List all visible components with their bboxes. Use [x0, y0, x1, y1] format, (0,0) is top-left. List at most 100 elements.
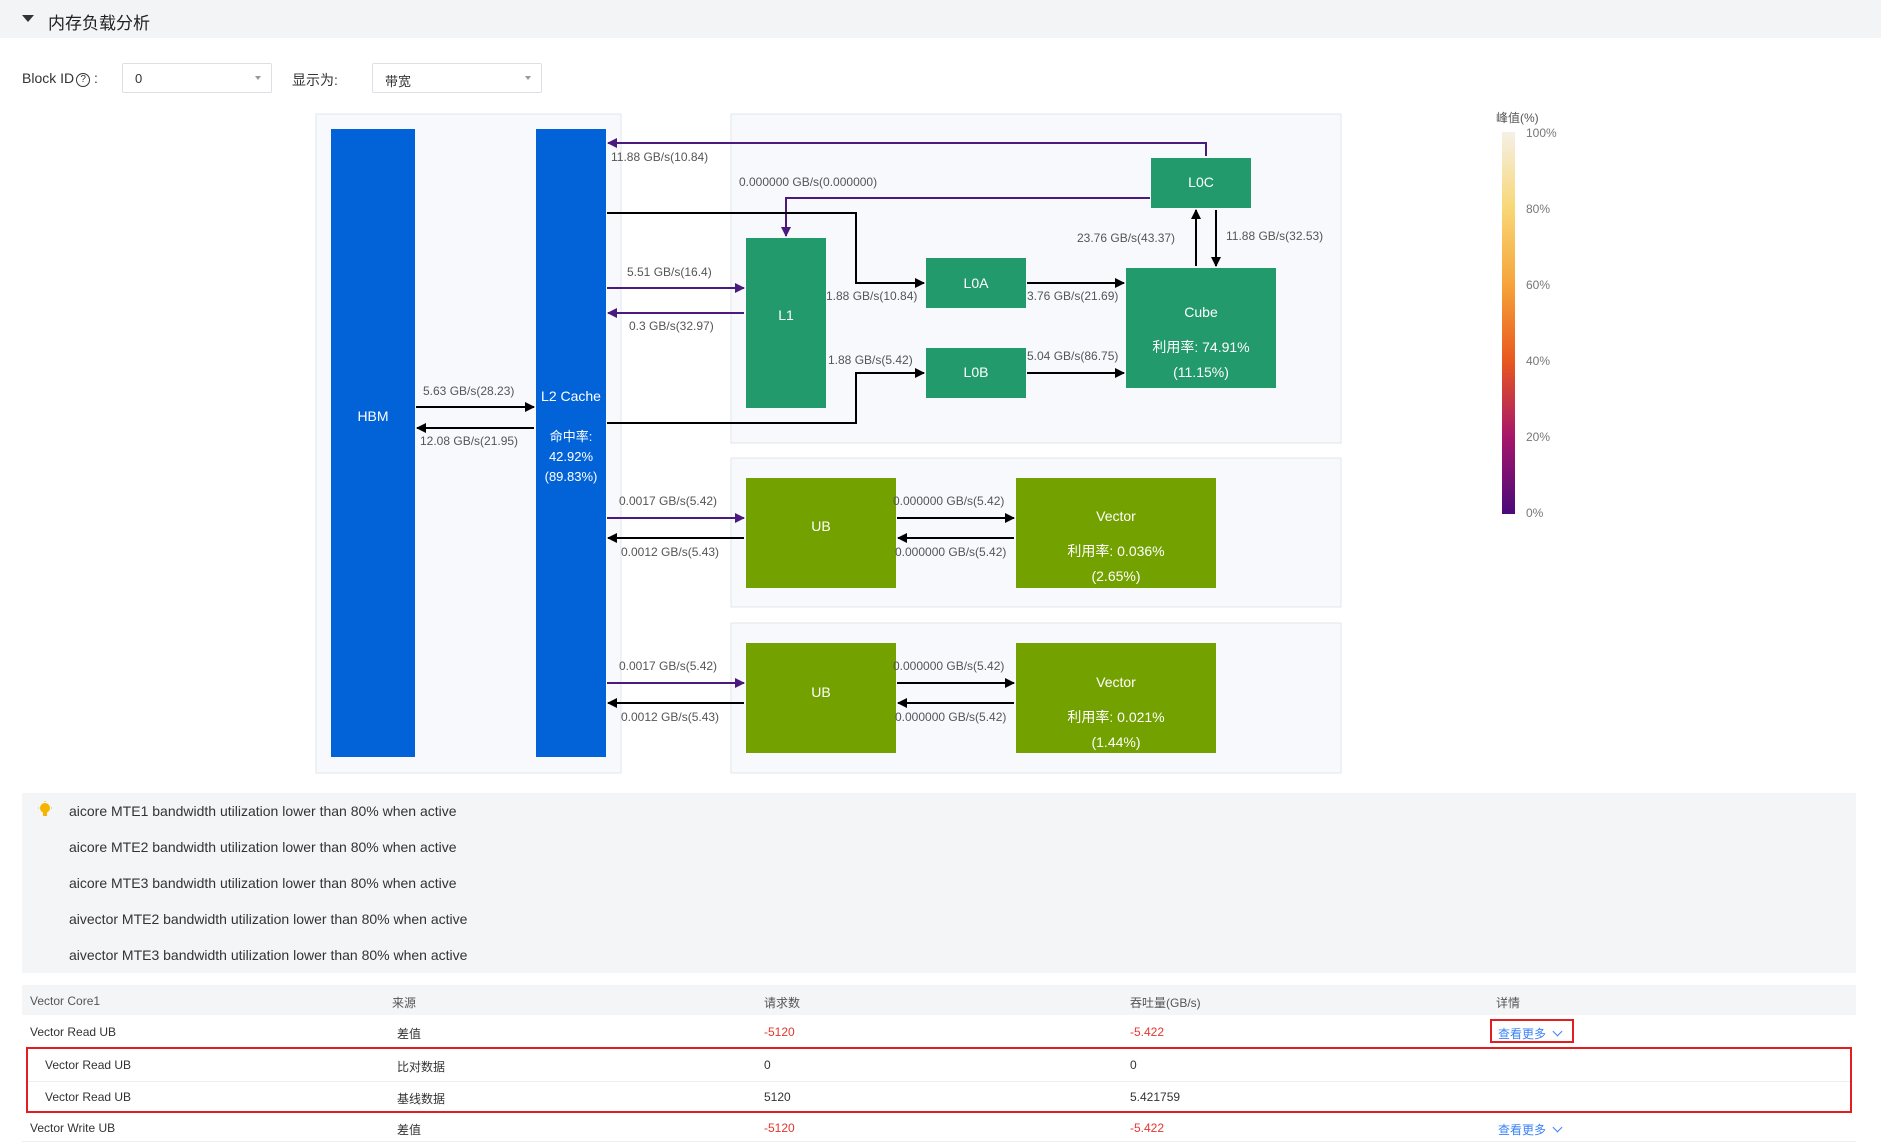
- advice-item: aicore MTE3 bandwidth utilization lower …: [69, 875, 457, 891]
- advice-item: aivector MTE2 bandwidth utilization lowe…: [69, 911, 468, 927]
- chevron-down-icon: [525, 76, 531, 80]
- col-header-detail: 详情: [1496, 996, 1521, 1010]
- row-divider: [28, 1081, 1850, 1082]
- arrow-l2-to-l0b: [607, 368, 925, 424]
- ub-block-1[interactable]: [746, 478, 896, 588]
- l0b-block[interactable]: [926, 348, 1026, 398]
- ub-label-1: UB: [811, 518, 830, 534]
- display-as-select[interactable]: 带宽: [372, 63, 542, 93]
- row-requests: -5120: [764, 1025, 795, 1039]
- label-l1-to-l0a: 1.88 GB/s(10.84): [826, 289, 917, 303]
- hbm-block[interactable]: [331, 129, 415, 757]
- advice-item: aivector MTE3 bandwidth utilization lowe…: [69, 947, 468, 963]
- block-id-select[interactable]: 0: [122, 63, 272, 93]
- table-row: Vector Read UB 比对数据 0 0: [22, 1058, 1856, 1080]
- section-header[interactable]: 内存负载分析: [0, 0, 1881, 38]
- row-name: Vector Read UB: [45, 1058, 132, 1072]
- col-header-name: Vector Core1: [30, 994, 101, 1008]
- vector-util-extra-1: (2.65%): [1091, 568, 1140, 584]
- cube-util-extra: (11.15%): [1173, 364, 1229, 380]
- vector-label-1: Vector: [1096, 508, 1136, 524]
- arrow-l2-to-l0a: [607, 212, 925, 288]
- table-row: Vector Read UB 基线数据 5120 5.421759: [22, 1090, 1856, 1112]
- l0a-label: L0A: [964, 275, 990, 291]
- l2-hit-extra: (89.83%): [545, 469, 598, 484]
- block-id-value: 0: [135, 71, 143, 86]
- row-source: 基线数据: [397, 1092, 446, 1106]
- collapse-caret-icon[interactable]: [22, 15, 34, 22]
- table-header: Vector Core1 来源 请求数 吞吐量(GB/s) 详情: [22, 985, 1856, 1015]
- cube-block[interactable]: [1126, 268, 1276, 388]
- col-header-source: 来源: [392, 996, 417, 1010]
- label-vec1-to-ub1: 0.000000 GB/s(5.42): [895, 545, 1006, 559]
- col-header-throughput: 吞吐量(GB/s): [1130, 996, 1201, 1010]
- row-throughput: -5.422: [1130, 1121, 1165, 1135]
- row-requests: 5120: [764, 1090, 791, 1104]
- label-l0c-to-cube: 11.88 GB/s(32.53): [1226, 229, 1323, 243]
- label-ub1-to-l2: 0.0012 GB/s(5.43): [621, 545, 719, 559]
- advice-item: aicore MTE2 bandwidth utilization lower …: [69, 839, 457, 855]
- l0c-label: L0C: [1188, 174, 1214, 190]
- label-l2-to-ub2: 0.0017 GB/s(5.42): [619, 659, 717, 673]
- l0b-label: L0B: [964, 364, 989, 380]
- legend-tick-100: 100%: [1526, 126, 1557, 140]
- table-row: Vector Write UB 差值 -5120 -5.422 查看更多: [22, 1121, 1856, 1143]
- l0a-block[interactable]: [926, 258, 1026, 308]
- arrow-l0c-to-l1: [781, 197, 1150, 237]
- row-throughput: 5.421759: [1130, 1090, 1181, 1104]
- col-header-requests: 请求数: [764, 996, 801, 1010]
- row-throughput: 0: [1130, 1058, 1137, 1072]
- view-more-link[interactable]: 查看更多: [1498, 1121, 1563, 1138]
- row-name: Vector Read UB: [45, 1090, 132, 1104]
- label-l0c-to-l1: 0.000000 GB/s(0.000000): [739, 175, 877, 189]
- label-l1-to-l2: 0.3 GB/s(32.97): [629, 319, 714, 333]
- chevron-down-icon: [255, 76, 261, 80]
- row-requests: -5120: [764, 1121, 795, 1135]
- label-cube-to-l0c: 23.76 GB/s(43.37): [1077, 231, 1175, 245]
- help-icon[interactable]: ?: [76, 73, 91, 87]
- l0c-block[interactable]: [1151, 158, 1251, 208]
- label-l0a-to-cube: 3.76 GB/s(21.69): [1027, 289, 1118, 303]
- display-as-value: 带宽: [385, 74, 412, 89]
- vector-util-1: 利用率: 0.036%: [1067, 543, 1164, 559]
- cube-label: Cube: [1184, 304, 1218, 320]
- l1-label: L1: [778, 307, 794, 323]
- label-vec2-to-ub2: 0.000000 GB/s(5.42): [895, 710, 1006, 724]
- label-ub2-to-l2: 0.0012 GB/s(5.43): [621, 710, 719, 724]
- block-id-label: Block ID? :: [22, 70, 98, 87]
- legend-colorbar: [1502, 132, 1515, 514]
- ub-label-2: UB: [811, 684, 830, 700]
- vector-block-2[interactable]: [1016, 643, 1216, 753]
- row-divider: [22, 1141, 1856, 1142]
- legend-tick-60: 60%: [1526, 278, 1550, 292]
- label-l2-to-ub1: 0.0017 GB/s(5.42): [619, 494, 717, 508]
- row-name: Vector Write UB: [30, 1121, 116, 1135]
- view-more-link[interactable]: 查看更多: [1498, 1025, 1563, 1042]
- advice-panel: aicore MTE1 bandwidth utilization lower …: [22, 793, 1856, 973]
- chevron-down-icon: [1552, 1122, 1563, 1133]
- vector-label-2: Vector: [1096, 674, 1136, 690]
- legend-tick-40: 40%: [1526, 354, 1550, 368]
- view-more-highlight: [1490, 1019, 1574, 1043]
- advice-item: aicore MTE1 bandwidth utilization lower …: [69, 803, 457, 819]
- label-l2-to-hbm: 12.08 GB/s(21.95): [420, 434, 518, 448]
- expanded-rows-highlight: [26, 1047, 1852, 1113]
- vector-util-2: 利用率: 0.021%: [1067, 709, 1164, 725]
- l2-hit-value: 42.92%: [549, 449, 594, 464]
- l2-hit-label: 命中率:: [550, 429, 593, 444]
- legend-tick-0: 0%: [1526, 506, 1544, 520]
- table-row: Vector Read UB 差值 -5120 -5.422 查看更多: [22, 1025, 1856, 1047]
- section-title: 内存负载分析: [48, 14, 150, 33]
- vector-block-1[interactable]: [1016, 478, 1216, 588]
- label-ub1-to-vec1: 0.000000 GB/s(5.42): [893, 494, 1004, 508]
- l2-cache-label: L2 Cache: [541, 388, 601, 404]
- label-l2-to-l1: 5.51 GB/s(16.4): [627, 265, 712, 279]
- display-as-label: 显示为:: [292, 72, 338, 88]
- l1-block[interactable]: [746, 238, 826, 408]
- label-l0b-to-cube: 5.04 GB/s(86.75): [1027, 349, 1118, 363]
- ub-block-2[interactable]: [746, 643, 896, 753]
- l2-cache-block[interactable]: [536, 129, 606, 757]
- label-hbm-to-l2: 5.63 GB/s(28.23): [423, 384, 514, 398]
- row-source: 差值: [397, 1027, 422, 1041]
- lightbulb-icon: [38, 801, 52, 816]
